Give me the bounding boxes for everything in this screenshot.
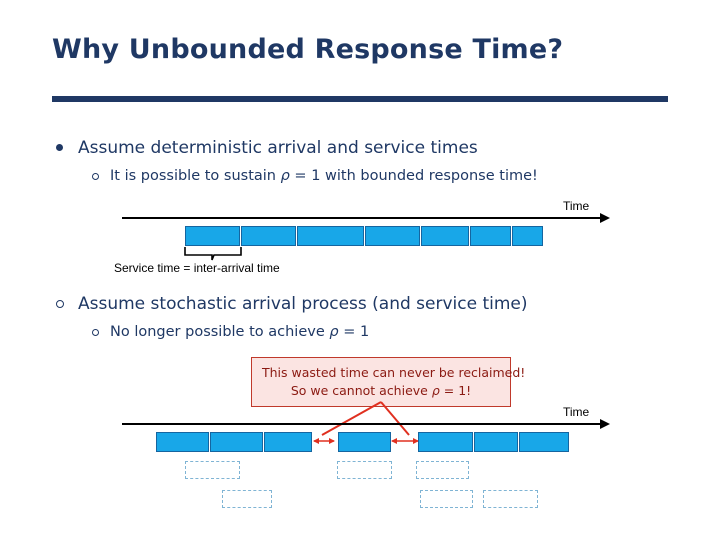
bullet-sub-text-prefix: No longer possible to achieve: [110, 324, 330, 340]
bullet-dot-icon: [56, 144, 63, 151]
callout-line-1: This wasted time can never be reclaimed!: [262, 365, 526, 380]
callout-line-2: So we cannot achieve ρ = 1!: [262, 382, 500, 400]
bottom-dashed-block-4: [416, 461, 469, 479]
bottom-dashed-block-6: [483, 490, 538, 508]
bullet-text: Assume stochastic arrival process (and s…: [78, 294, 528, 314]
rho-symbol: ρ: [329, 324, 339, 340]
bottom-timeline-axis: [122, 423, 600, 425]
rho-symbol: ρ: [431, 383, 440, 399]
bullet-dot-icon: [56, 300, 64, 308]
top-timeline-axis: [122, 217, 600, 219]
wasted-time-callout: This wasted time can never be reclaimed!…: [251, 357, 526, 408]
bullet-sub-dot-icon: [92, 173, 99, 180]
bottom-block-6: [474, 432, 518, 452]
bottom-block-1: [156, 432, 209, 452]
top-block-7: [512, 226, 543, 246]
bottom-dashed-block-3: [337, 461, 392, 479]
top-block-4: [365, 226, 420, 246]
top-block-2: [241, 226, 296, 246]
top-block-3: [297, 226, 364, 246]
title-divider: [52, 96, 668, 102]
bullet-level2-sustain: It is possible to sustain ρ = 1 with bou…: [92, 168, 538, 184]
bullet-level1-stochastic: Assume stochastic arrival process (and s…: [56, 294, 528, 314]
bottom-dashed-block-1: [185, 461, 240, 479]
top-timeline-arrow-icon: [600, 213, 610, 223]
bottom-dashed-block-5: [420, 490, 473, 508]
top-block-5: [421, 226, 469, 246]
top-block-1: [185, 226, 240, 246]
top-block-6: [470, 226, 511, 246]
bottom-block-3: [264, 432, 312, 452]
bottom-timeline-arrow-icon: [600, 419, 610, 429]
bullet-level1-deterministic: Assume deterministic arrival and service…: [56, 138, 478, 158]
service-time-brace-icon: [184, 247, 242, 261]
bullet-sub-text-suffix: = 1: [338, 324, 370, 340]
bullet-text: Assume deterministic arrival and service…: [78, 138, 478, 158]
rho-symbol: ρ: [280, 168, 290, 184]
callout-line-2-suffix: = 1!: [439, 383, 472, 399]
bottom-block-2: [210, 432, 263, 452]
page-title: Why Unbounded Response Time?: [52, 34, 564, 65]
bottom-block-7: [519, 432, 569, 452]
bullet-sub-text-prefix: It is possible to sustain: [110, 168, 281, 184]
bottom-dashed-block-2: [222, 490, 272, 508]
bullet-sub-dot-icon: [92, 329, 99, 336]
callout-line-2-prefix: So we cannot achieve: [290, 383, 432, 399]
service-time-caption: Service time = inter-arrival time: [114, 261, 280, 275]
bullet-level2-nolonger: No longer possible to achieve ρ = 1: [92, 324, 370, 340]
bottom-time-label: Time: [563, 405, 590, 419]
top-time-label: Time: [563, 199, 590, 213]
bullet-sub-text-suffix: = 1 with bounded response time!: [289, 168, 538, 184]
bottom-block-4: [338, 432, 391, 452]
bottom-block-5: [418, 432, 473, 452]
